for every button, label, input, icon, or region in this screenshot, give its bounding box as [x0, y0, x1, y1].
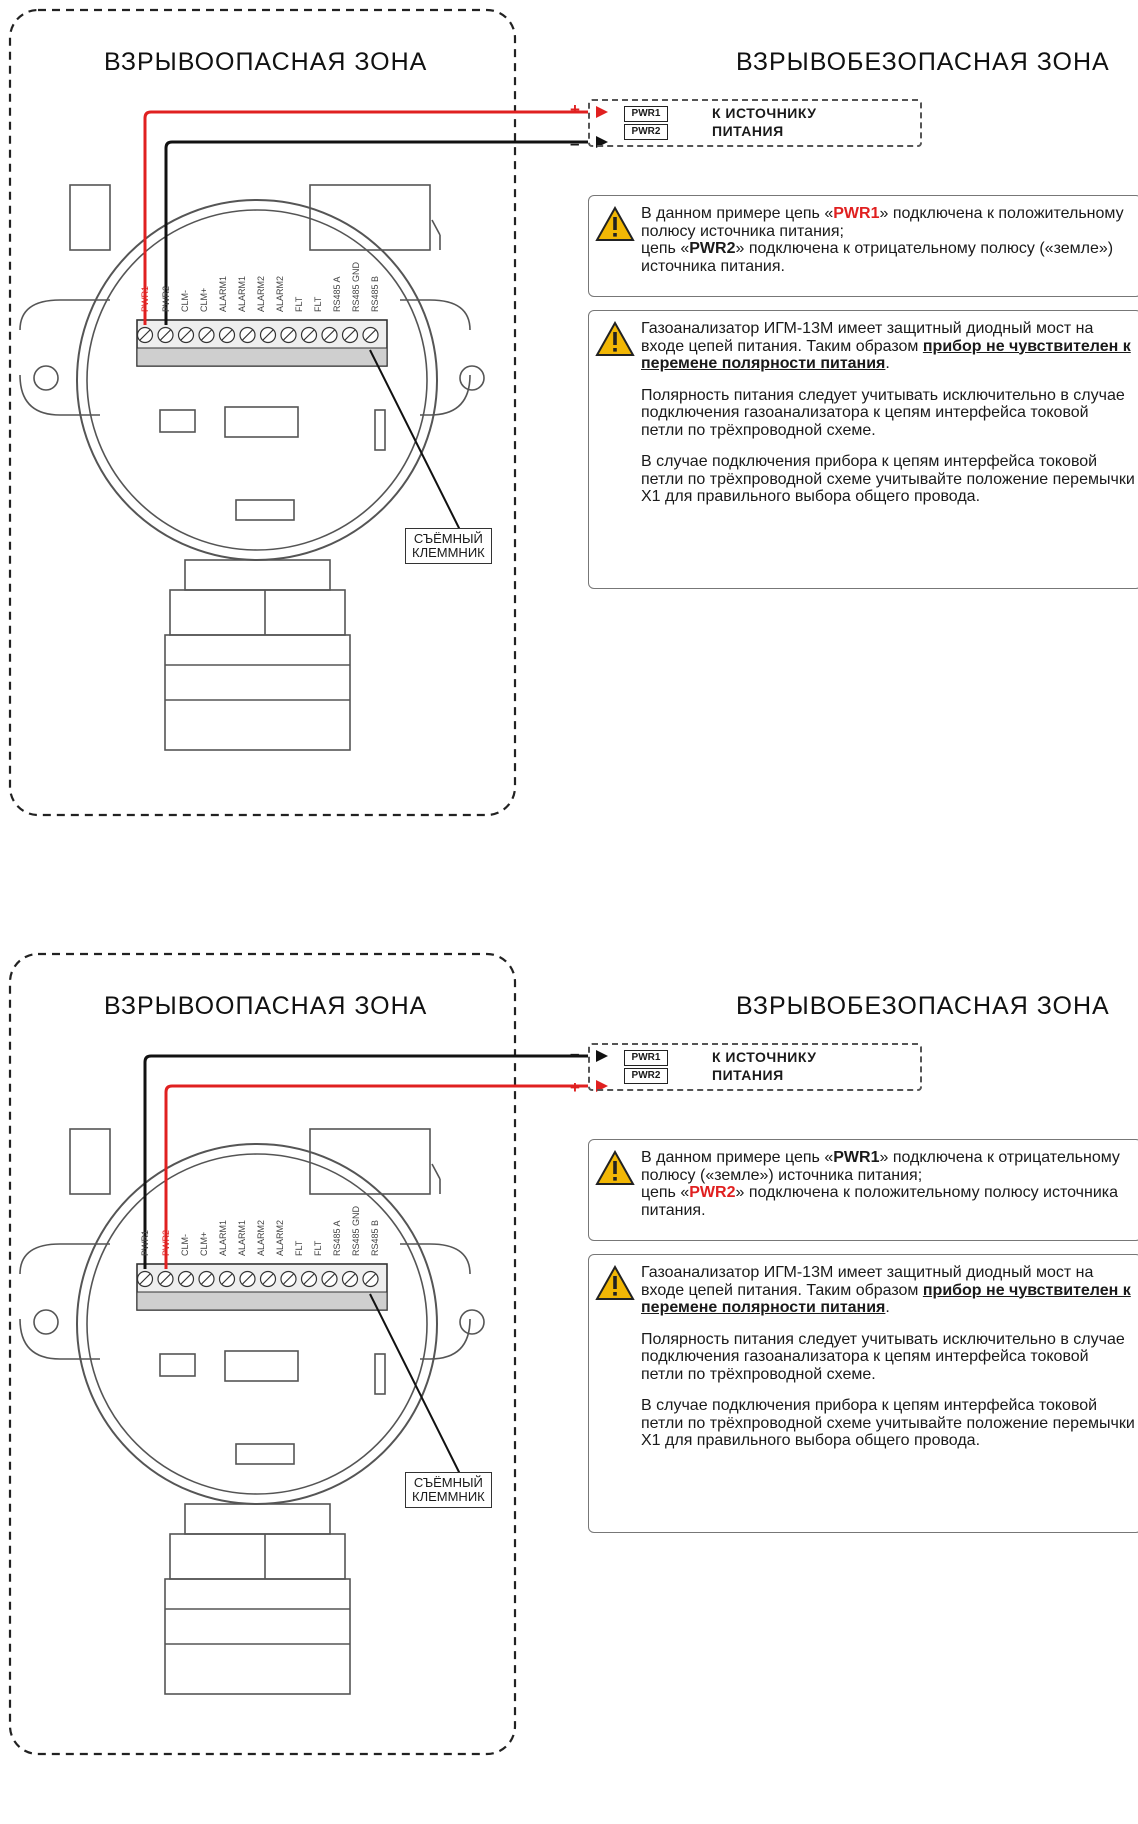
- pin-label-clm-minus: CLM-: [180, 1234, 190, 1256]
- pwr2-tag: PWR2: [624, 124, 668, 140]
- terminal-screw-slot: [139, 329, 151, 341]
- caption-line-1: К ИСТОЧНИКУ: [712, 105, 817, 121]
- caption-line-1: К ИСТОЧНИКУ: [712, 1049, 817, 1065]
- diode-bridge-note-text: Газоанализатор ИГМ-13М имеет защитный ди…: [641, 320, 1135, 505]
- power-source-box: PWR1 PWR2 К ИСТОЧНИКУ ПИТАНИЯ: [588, 1043, 922, 1091]
- removable-terminal-label: СЪЁМНЫЙ КЛЕММНИК: [405, 1472, 492, 1508]
- terminal-screw-slot: [344, 1273, 356, 1285]
- pin-label-alarm1-a: ALARM1: [218, 275, 228, 312]
- pin-label-flt-b: FLT: [313, 1240, 323, 1256]
- pin-label-alarm2-b: ALARM2: [275, 275, 285, 312]
- diagram-panel-2: PWR1 PWR2 CLM- CLM+ ALARM1 ALARM1 ALARM2…: [0, 944, 1138, 1824]
- caption-line-2: ПИТАНИЯ: [712, 1067, 784, 1083]
- removable-terminal-label: СЪЁМНЫЙ КЛЕММНИК: [405, 528, 492, 564]
- hazard-zone-title: ВЗРЫВООПАСНАЯ ЗОНА: [104, 48, 428, 76]
- power-source-box: PWR1 PWR2 К ИСТОЧНИКУ ПИТАНИЯ: [588, 99, 922, 147]
- positive-sign: +: [570, 1078, 580, 1097]
- caption-line-2: ПИТАНИЯ: [712, 123, 784, 139]
- terminal-screw-slot: [324, 1273, 335, 1285]
- pin-label-rs485-b: RS485 B: [370, 275, 380, 312]
- terminal-screw-slot: [324, 329, 335, 341]
- pin-label-alarm1-b: ALARM1: [237, 1219, 247, 1256]
- terminal-screw-slot: [283, 1273, 294, 1285]
- pin-label-pwr2: PWR2: [161, 285, 171, 312]
- pin-label-pwr2: PWR2: [161, 1229, 171, 1256]
- negative-sign: –: [570, 1044, 580, 1063]
- pwr1-tag: PWR1: [624, 106, 668, 122]
- negative-sign: –: [570, 134, 580, 153]
- polarity-note: В данном примере цепь «PWR1» подключена …: [588, 195, 1138, 297]
- polarity-note-text: В данном примере цепь «PWR1» подключена …: [641, 205, 1124, 275]
- diagram-panel-1: PWR1 PWR2 CLM- CLM+ ALARM1 ALARM1 ALARM2…: [0, 0, 1138, 880]
- pin-label-clm-plus: CLM+: [199, 287, 209, 312]
- pin-label-flt-a: FLT: [294, 1240, 304, 1256]
- pin-label-alarm1-a: ALARM1: [218, 1219, 228, 1256]
- pin-label-alarm1-b: ALARM1: [237, 275, 247, 312]
- hazard-zone-title: ВЗРЫВООПАСНАЯ ЗОНА: [104, 992, 428, 1020]
- warning-icon: [595, 321, 635, 356]
- terminal-block: [136, 319, 388, 367]
- positive-sign: +: [570, 100, 580, 119]
- terminal-screw-slot: [180, 329, 192, 341]
- pwr2-tag: PWR2: [624, 1068, 668, 1084]
- terminal-screw-slot: [139, 1273, 151, 1285]
- pin-label-pwr1: PWR1: [140, 1229, 150, 1256]
- pin-label-alarm2-b: ALARM2: [275, 1219, 285, 1256]
- terminal-screw-slot: [201, 1273, 212, 1285]
- warning-icon: [595, 206, 635, 241]
- terminal-screw-slot: [303, 329, 315, 341]
- warning-icon: [595, 1150, 635, 1185]
- terminal-screw-slot: [242, 1273, 253, 1285]
- pin-label-rs485-a: RS485 A: [332, 1220, 342, 1256]
- diode-bridge-note: Газоанализатор ИГМ-13М имеет защитный ди…: [588, 1254, 1138, 1533]
- diode-bridge-note-text: Газоанализатор ИГМ-13М имеет защитный ди…: [641, 1264, 1135, 1449]
- terminal-block: [136, 1263, 388, 1311]
- warning-icon: [595, 1265, 635, 1300]
- terminal-screw-slot: [262, 329, 274, 341]
- pin-label-rs485-gnd: RS485 GND: [351, 1205, 361, 1256]
- device-illustration: [8, 8, 608, 817]
- safe-zone-title: ВЗРЫВОБЕЗОПАСНАЯ ЗОНА: [736, 48, 1110, 76]
- polarity-note-text: В данном примере цепь «PWR1» подключена …: [641, 1149, 1120, 1219]
- power-source-caption: К ИСТОЧНИКУ ПИТАНИЯ: [712, 104, 816, 140]
- pin-label-flt-b: FLT: [313, 296, 323, 312]
- terminal-screw-slot: [221, 329, 233, 341]
- terminal-screw-slot: [303, 1273, 315, 1285]
- pin-label-alarm2-a: ALARM2: [256, 1219, 266, 1256]
- device-illustration: [8, 952, 608, 1756]
- terminal-screw-slot: [160, 329, 171, 341]
- pin-label-clm-minus: CLM-: [180, 290, 190, 312]
- terminal-screw-slot: [221, 1273, 233, 1285]
- pin-label-rs485-b: RS485 B: [370, 1219, 380, 1256]
- terminal-screw-slot: [344, 329, 356, 341]
- pin-label-alarm2-a: ALARM2: [256, 275, 266, 312]
- pin-label-rs485-gnd: RS485 GND: [351, 261, 361, 312]
- terminal-screw-slot: [365, 329, 376, 341]
- pin-label-rs485-a: RS485 A: [332, 276, 342, 312]
- terminal-screw-slot: [180, 1273, 192, 1285]
- terminal-screw-slot: [365, 1273, 376, 1285]
- pwr1-tag: PWR1: [624, 1050, 668, 1066]
- polarity-note: В данном примере цепь «PWR1» подключена …: [588, 1139, 1138, 1241]
- safe-zone-title: ВЗРЫВОБЕЗОПАСНАЯ ЗОНА: [736, 992, 1110, 1020]
- terminal-screw-slot: [242, 329, 253, 341]
- pin-label-pwr1: PWR1: [140, 285, 150, 312]
- diode-bridge-note: Газоанализатор ИГМ-13М имеет защитный ди…: [588, 310, 1138, 589]
- terminal-screw-slot: [262, 1273, 274, 1285]
- pin-label-flt-a: FLT: [294, 296, 304, 312]
- terminal-screw-slot: [160, 1273, 171, 1285]
- terminal-screw-slot: [283, 329, 294, 341]
- pin-label-clm-plus: CLM+: [199, 1231, 209, 1256]
- power-source-caption: К ИСТОЧНИКУ ПИТАНИЯ: [712, 1048, 816, 1084]
- terminal-screw-slot: [201, 329, 212, 341]
